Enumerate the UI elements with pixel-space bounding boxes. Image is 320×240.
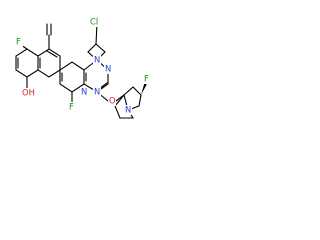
atom-labels: Cl F OH F N N N N O N F [16,17,149,115]
atom-o-ether: O [109,96,116,106]
stereo-wedge [141,81,148,95]
atom-n-pyrrolizidine: N [125,105,131,115]
pyrrolizidine-ring-2 [114,94,134,119]
atom-n-ring-left: N [81,87,87,97]
atom-n-ring-top: N [105,64,111,74]
atom-n-azetidine: N [94,55,100,65]
atom-f-pyrrolizidine: F [144,74,149,84]
core-ring-left [59,61,85,93]
label-masks [15,17,151,115]
atom-n-ring-bottom: N [94,87,100,97]
atom-cl: Cl [90,17,98,27]
atom-hydroxyl: OH [22,88,35,98]
molecule-structure-diagram: Cl F OH F N N N N O N F [15,17,151,119]
atom-f-core: F [69,102,74,112]
naphthalene-ring-2 [15,48,39,78]
atom-f-naphthalene: F [16,37,21,47]
naphthalene-ring-1 [37,48,61,78]
bond-double-naph-3 [46,50,58,58]
bond-lines [15,22,142,119]
